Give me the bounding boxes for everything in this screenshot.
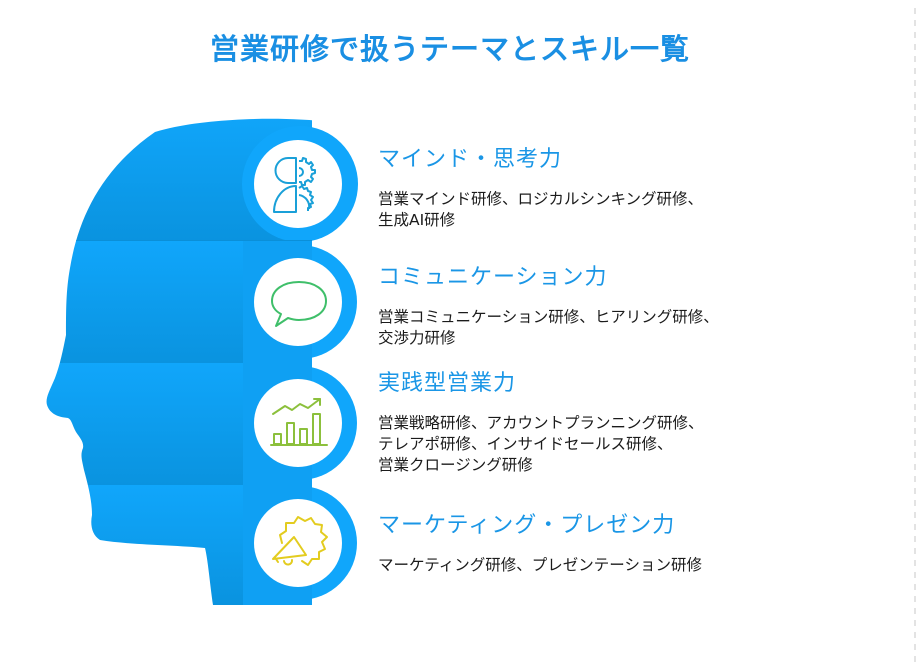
- megaphone-icon: [272, 516, 328, 566]
- section-marketing: マーケティング・プレゼン力 マーケティング研修、プレゼンテーション研修: [378, 507, 808, 576]
- section-body: 営業マインド研修、ロジカルシンキング研修、 生成AI研修: [378, 190, 704, 229]
- section-communication: コミュニケーション力 営業コミュニケーション研修、ヒアリング研修、 交渉力研修: [378, 259, 808, 349]
- growth-chart-icon: [270, 398, 328, 446]
- section-heading: マインド・思考力: [378, 147, 563, 172]
- section-body: マーケティング研修、プレゼンテーション研修: [378, 556, 702, 574]
- section-mind: マインド・思考力 営業マインド研修、ロジカルシンキング研修、 生成AI研修: [378, 141, 808, 231]
- section-body: 営業コミュニケーション研修、ヒアリング研修、 交渉力研修: [378, 308, 719, 347]
- page-title: 営業研修で扱うテーマとスキル一覧: [209, 32, 690, 66]
- section-heading: 実践型営業力: [378, 371, 517, 396]
- speech-bubble-icon: [271, 281, 327, 327]
- section-practice: 実践型営業力 営業戦略研修、アカウントプランニング研修、 テレアポ研修、インサイ…: [378, 365, 808, 476]
- section-heading: コミュニケーション力: [378, 265, 608, 290]
- section-heading: マーケティング・プレゼン力: [378, 513, 676, 538]
- section-body: 営業戦略研修、アカウントプランニング研修、 テレアポ研修、インサイドセールス研修…: [378, 414, 704, 474]
- edge-divider: [914, 8, 916, 668]
- brain-gear-icon: [273, 157, 316, 213]
